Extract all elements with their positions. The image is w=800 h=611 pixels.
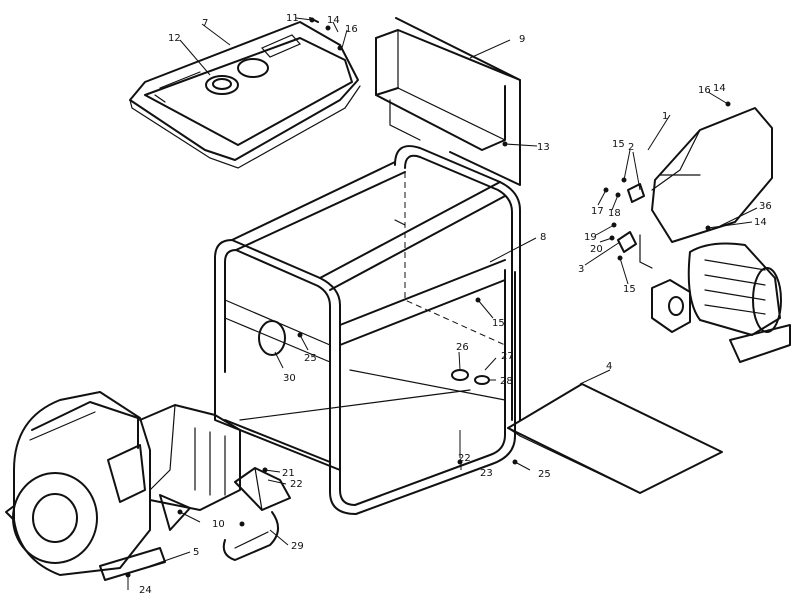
callout-3: 3 (578, 264, 584, 275)
callout-15: 15 (612, 139, 625, 150)
callout-22: 22 (458, 453, 471, 464)
fuel-cap (212, 78, 232, 90)
callout-15c: 15 (492, 318, 505, 329)
callout-27: 27 (501, 351, 514, 362)
callout-10: 10 (212, 519, 225, 530)
misc-parts (258, 17, 645, 385)
callout-13: 13 (537, 142, 550, 153)
callout-23: 23 (480, 468, 493, 479)
callout-7: 7 (202, 18, 208, 29)
callout-8: 8 (540, 232, 546, 243)
callout-12: 12 (168, 33, 181, 44)
fuel-cap-ring (205, 75, 239, 95)
callout-16: 16 (345, 24, 358, 35)
callout-labels: 7 12 11 14 16 9 13 1 16 14 15 2 36 14 17… (139, 13, 772, 596)
callout-14c: 14 (754, 217, 767, 228)
callout-19: 19 (584, 232, 597, 243)
callout-1: 1 (662, 111, 668, 122)
callout-24: 24 (139, 585, 152, 596)
callout-2: 2 (628, 142, 634, 153)
plug-30 (258, 320, 286, 356)
callout-26: 26 (456, 342, 469, 353)
callout-14b: 14 (713, 83, 726, 94)
callout-9: 9 (519, 34, 525, 45)
callout-18: 18 (608, 208, 621, 219)
callout-29: 29 (291, 541, 304, 552)
callout-30: 30 (283, 373, 296, 384)
callout-22b: 22 (290, 479, 303, 490)
grommet-26 (451, 369, 469, 381)
engine-flywheel-cover (12, 472, 98, 564)
alternator-assembly (639, 107, 791, 363)
fastener-dots (125, 17, 731, 578)
receptacle-2 (627, 183, 645, 203)
callout-17: 17 (591, 206, 604, 217)
callout-21: 21 (282, 468, 295, 479)
callout-15b: 15 (623, 284, 636, 295)
control-panel-box (375, 17, 521, 186)
engine (5, 391, 241, 581)
fuel-tank (129, 21, 361, 169)
callout-20: 20 (590, 244, 603, 255)
callout-14: 14 (327, 15, 340, 26)
callout-25: 25 (304, 353, 317, 364)
frame (214, 145, 521, 515)
base-plate (507, 383, 723, 494)
callout-36: 36 (759, 201, 772, 212)
callout-4: 4 (606, 361, 612, 372)
grommet-28 (474, 375, 490, 385)
mount-brackets (222, 467, 291, 561)
leader-lines (127, 17, 758, 590)
callout-25b: 25 (538, 469, 551, 480)
callout-11: 11 (286, 13, 299, 24)
callout-5: 5 (193, 547, 199, 558)
callout-28: 28 (500, 376, 513, 387)
fuel-gauge (237, 58, 269, 78)
switch-3 (617, 231, 637, 253)
callout-16b: 16 (698, 85, 711, 96)
